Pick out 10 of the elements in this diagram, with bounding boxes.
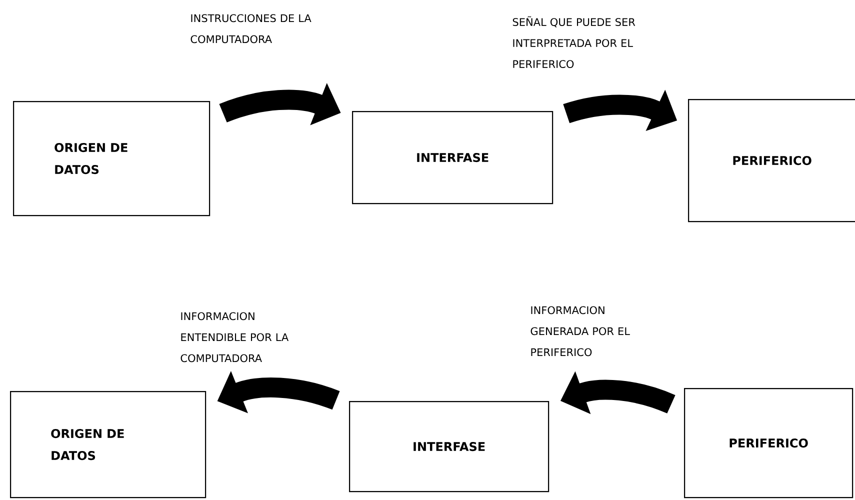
annotation-text: INFORMACION GENERADA POR EL PERIFERICO — [530, 306, 630, 356]
annotation-text: INFORMACION ENTENDIBLE POR LA COMPUTADORA — [180, 312, 289, 362]
annotation-text: SEÑAL QUE PUEDE SER INTERPRETADA POR EL PERIFERICO — [512, 16, 636, 68]
process-box: INTERFASE — [352, 111, 554, 204]
annotation-text: INSTRUCCIONES DE LA COMPUTADORA — [190, 14, 312, 44]
process-box: PERIFERICO — [688, 99, 855, 222]
process-box: ORIGEN DE DATOS — [13, 101, 210, 216]
process-box: PERIFERICO — [684, 388, 854, 498]
process-box: ORIGEN DE DATOS — [10, 391, 206, 498]
process-box: INTERFASE — [349, 401, 550, 492]
